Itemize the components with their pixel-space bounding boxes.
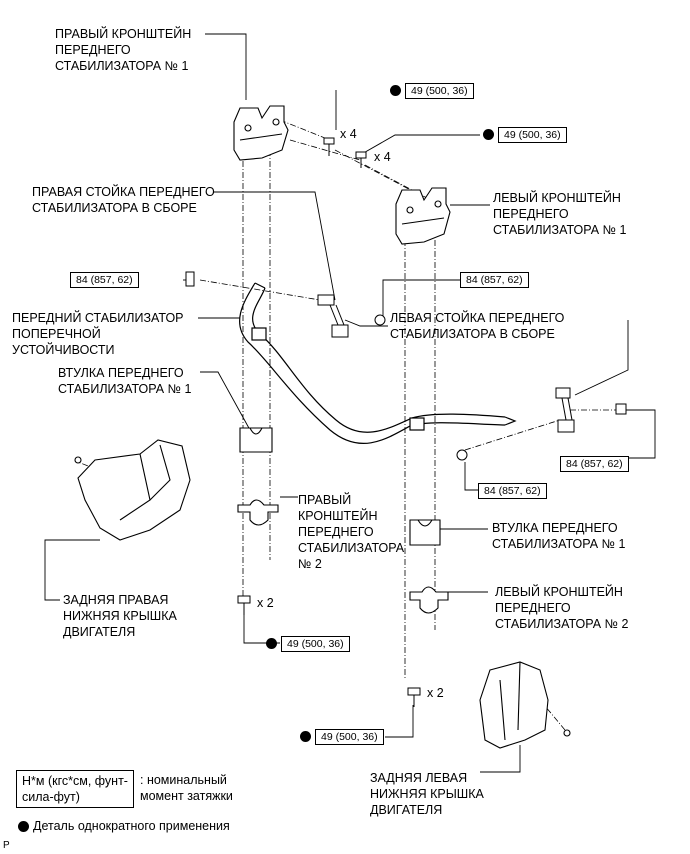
right-link-shape bbox=[185, 271, 349, 338]
label-stabilizer-bar: ПЕРЕДНИЙ СТАБИЛИЗАТОР ПОПЕРЕЧНОЙ УСТОЙЧИ… bbox=[12, 311, 184, 357]
right-bushing-shape bbox=[239, 427, 273, 453]
label-left-bracket-2: ЛЕВЫЙ КРОНШТЕЙН ПЕРЕДНЕГО СТАБИЛИЗАТОРА … bbox=[495, 585, 629, 631]
legend-unit-box: Н*м (кгс*см, фунт- сила-фут) bbox=[16, 770, 134, 808]
torque-spec: 49 (500, 36) bbox=[405, 83, 474, 99]
leader-lines bbox=[44, 33, 656, 773]
lower-bolts bbox=[237, 595, 421, 707]
right-bracket-2-shape bbox=[237, 499, 279, 526]
left-link-shape bbox=[374, 314, 627, 461]
left-bracket-2-shape bbox=[409, 586, 449, 614]
rear-left-cover-shape bbox=[479, 661, 571, 749]
torque-spec: 84 (857, 62) bbox=[70, 272, 139, 288]
torque-spec: 49 (500, 36) bbox=[281, 636, 350, 652]
legend-single-use-icon bbox=[18, 821, 29, 832]
single-use-icon bbox=[390, 85, 401, 96]
legend-single-use-text: Деталь однократного применения bbox=[33, 819, 230, 833]
label-bushing-lower: ВТУЛКА ПЕРЕДНЕГО СТАБИЛИЗАТОРА № 1 bbox=[492, 521, 626, 551]
label-rear-right-cover: ЗАДНЯЯ ПРАВАЯ НИЖНЯЯ КРЫШКА ДВИГАТЕЛЯ bbox=[63, 593, 177, 639]
single-use-icon bbox=[300, 731, 311, 742]
torque-spec: 84 (857, 62) bbox=[478, 483, 547, 499]
bracket-bolts bbox=[323, 137, 367, 168]
corner-mark: P bbox=[3, 840, 10, 851]
torque-spec: 49 (500, 36) bbox=[315, 729, 384, 745]
single-use-icon bbox=[266, 638, 277, 649]
label-right-link: ПРАВАЯ СТОЙКА ПЕРЕДНЕГО СТАБИЛИЗАТОРА В … bbox=[32, 185, 215, 215]
torque-spec: 49 (500, 36) bbox=[498, 127, 567, 143]
legend-unit-description: : номинальный момент затяжки bbox=[140, 773, 233, 803]
left-bushing-shape bbox=[409, 519, 441, 546]
label-left-bracket-1: ЛЕВЫЙ КРОНШТЕЙН ПЕРЕДНЕГО СТАБИЛИЗАТОРА … bbox=[493, 191, 627, 237]
label-right-bracket-2: ПРАВЫЙ КРОНШТЕЙН ПЕРЕДНЕГО СТАБИЛИЗАТОРА… bbox=[298, 493, 405, 571]
torque-spec: 84 (857, 62) bbox=[560, 456, 629, 472]
rear-right-cover-shape bbox=[74, 439, 191, 541]
quantity-label: x 2 bbox=[257, 596, 274, 610]
label-rear-left-cover: ЗАДНЯЯ ЛЕВАЯ НИЖНЯЯ КРЫШКА ДВИГАТЕЛЯ bbox=[370, 771, 484, 817]
single-use-icon bbox=[483, 129, 494, 140]
alignment-lines bbox=[77, 119, 620, 731]
torque-spec: 84 (857, 62) bbox=[460, 272, 529, 288]
stabilizer-bar-shape bbox=[238, 282, 517, 445]
right-bracket-1-shape bbox=[233, 105, 289, 161]
label-right-bracket-1: ПРАВЫЙ КРОНШТЕЙН ПЕРЕДНЕГО СТАБИЛИЗАТОРА… bbox=[55, 27, 192, 73]
label-left-link: ЛЕВАЯ СТОЙКА ПЕРЕДНЕГО СТАБИЛИЗАТОРА В С… bbox=[390, 311, 565, 341]
quantity-label: x 4 bbox=[374, 150, 391, 164]
quantity-label: x 4 bbox=[340, 127, 357, 141]
label-bushing-upper: ВТУЛКА ПЕРЕДНЕГО СТАБИЛИЗАТОРА № 1 bbox=[58, 366, 192, 396]
left-bracket-1-shape bbox=[395, 187, 451, 245]
quantity-label: x 2 bbox=[427, 686, 444, 700]
